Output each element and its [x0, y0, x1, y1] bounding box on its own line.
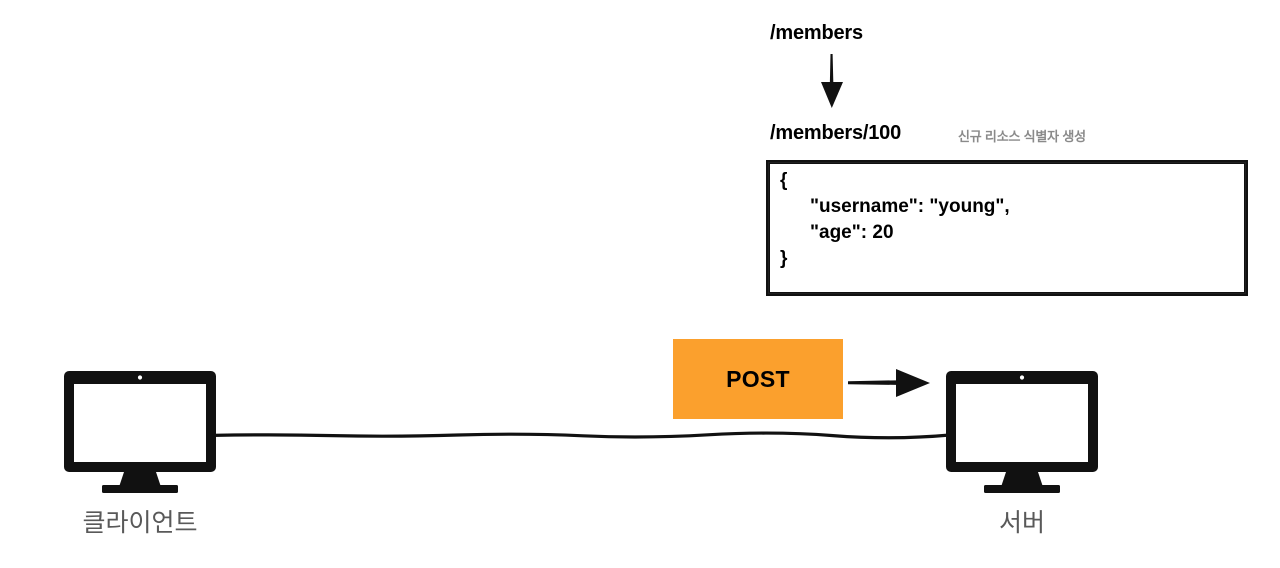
json-value-username: "young", [929, 196, 1010, 217]
json-key-username: "username": [810, 196, 925, 217]
json-key-age: "age": [810, 222, 868, 243]
server-label: 서버 [998, 509, 1045, 537]
json-value-age: 20 [872, 222, 894, 243]
collection-path-text: /members [770, 22, 863, 44]
json-line-age: "age": 20 [780, 220, 1240, 246]
client-monitor-icon [64, 371, 216, 493]
server-monitor-icon [946, 371, 1098, 493]
json-close-brace: } [780, 248, 788, 269]
post-method-box: POST [673, 339, 843, 419]
resource-path-text: /members/100 [770, 122, 902, 144]
new-resource-id-annotation: 신규 리소스 식별자 생성 [958, 129, 1086, 144]
request-body-code: { "username": "young", "age": 20 } [780, 168, 1240, 290]
json-open-brace: { [780, 170, 788, 191]
request-arrow-icon [846, 366, 932, 400]
request-body-border [766, 160, 1248, 296]
post-method-label: POST [726, 365, 790, 392]
request-body-box: { "username": "young", "age": 20 } [766, 160, 1248, 296]
down-arrow-icon [810, 52, 854, 112]
connection-line [211, 427, 952, 440]
client-label: 클라이언트 [82, 509, 198, 537]
json-line-username: "username": "young", [780, 194, 1240, 220]
